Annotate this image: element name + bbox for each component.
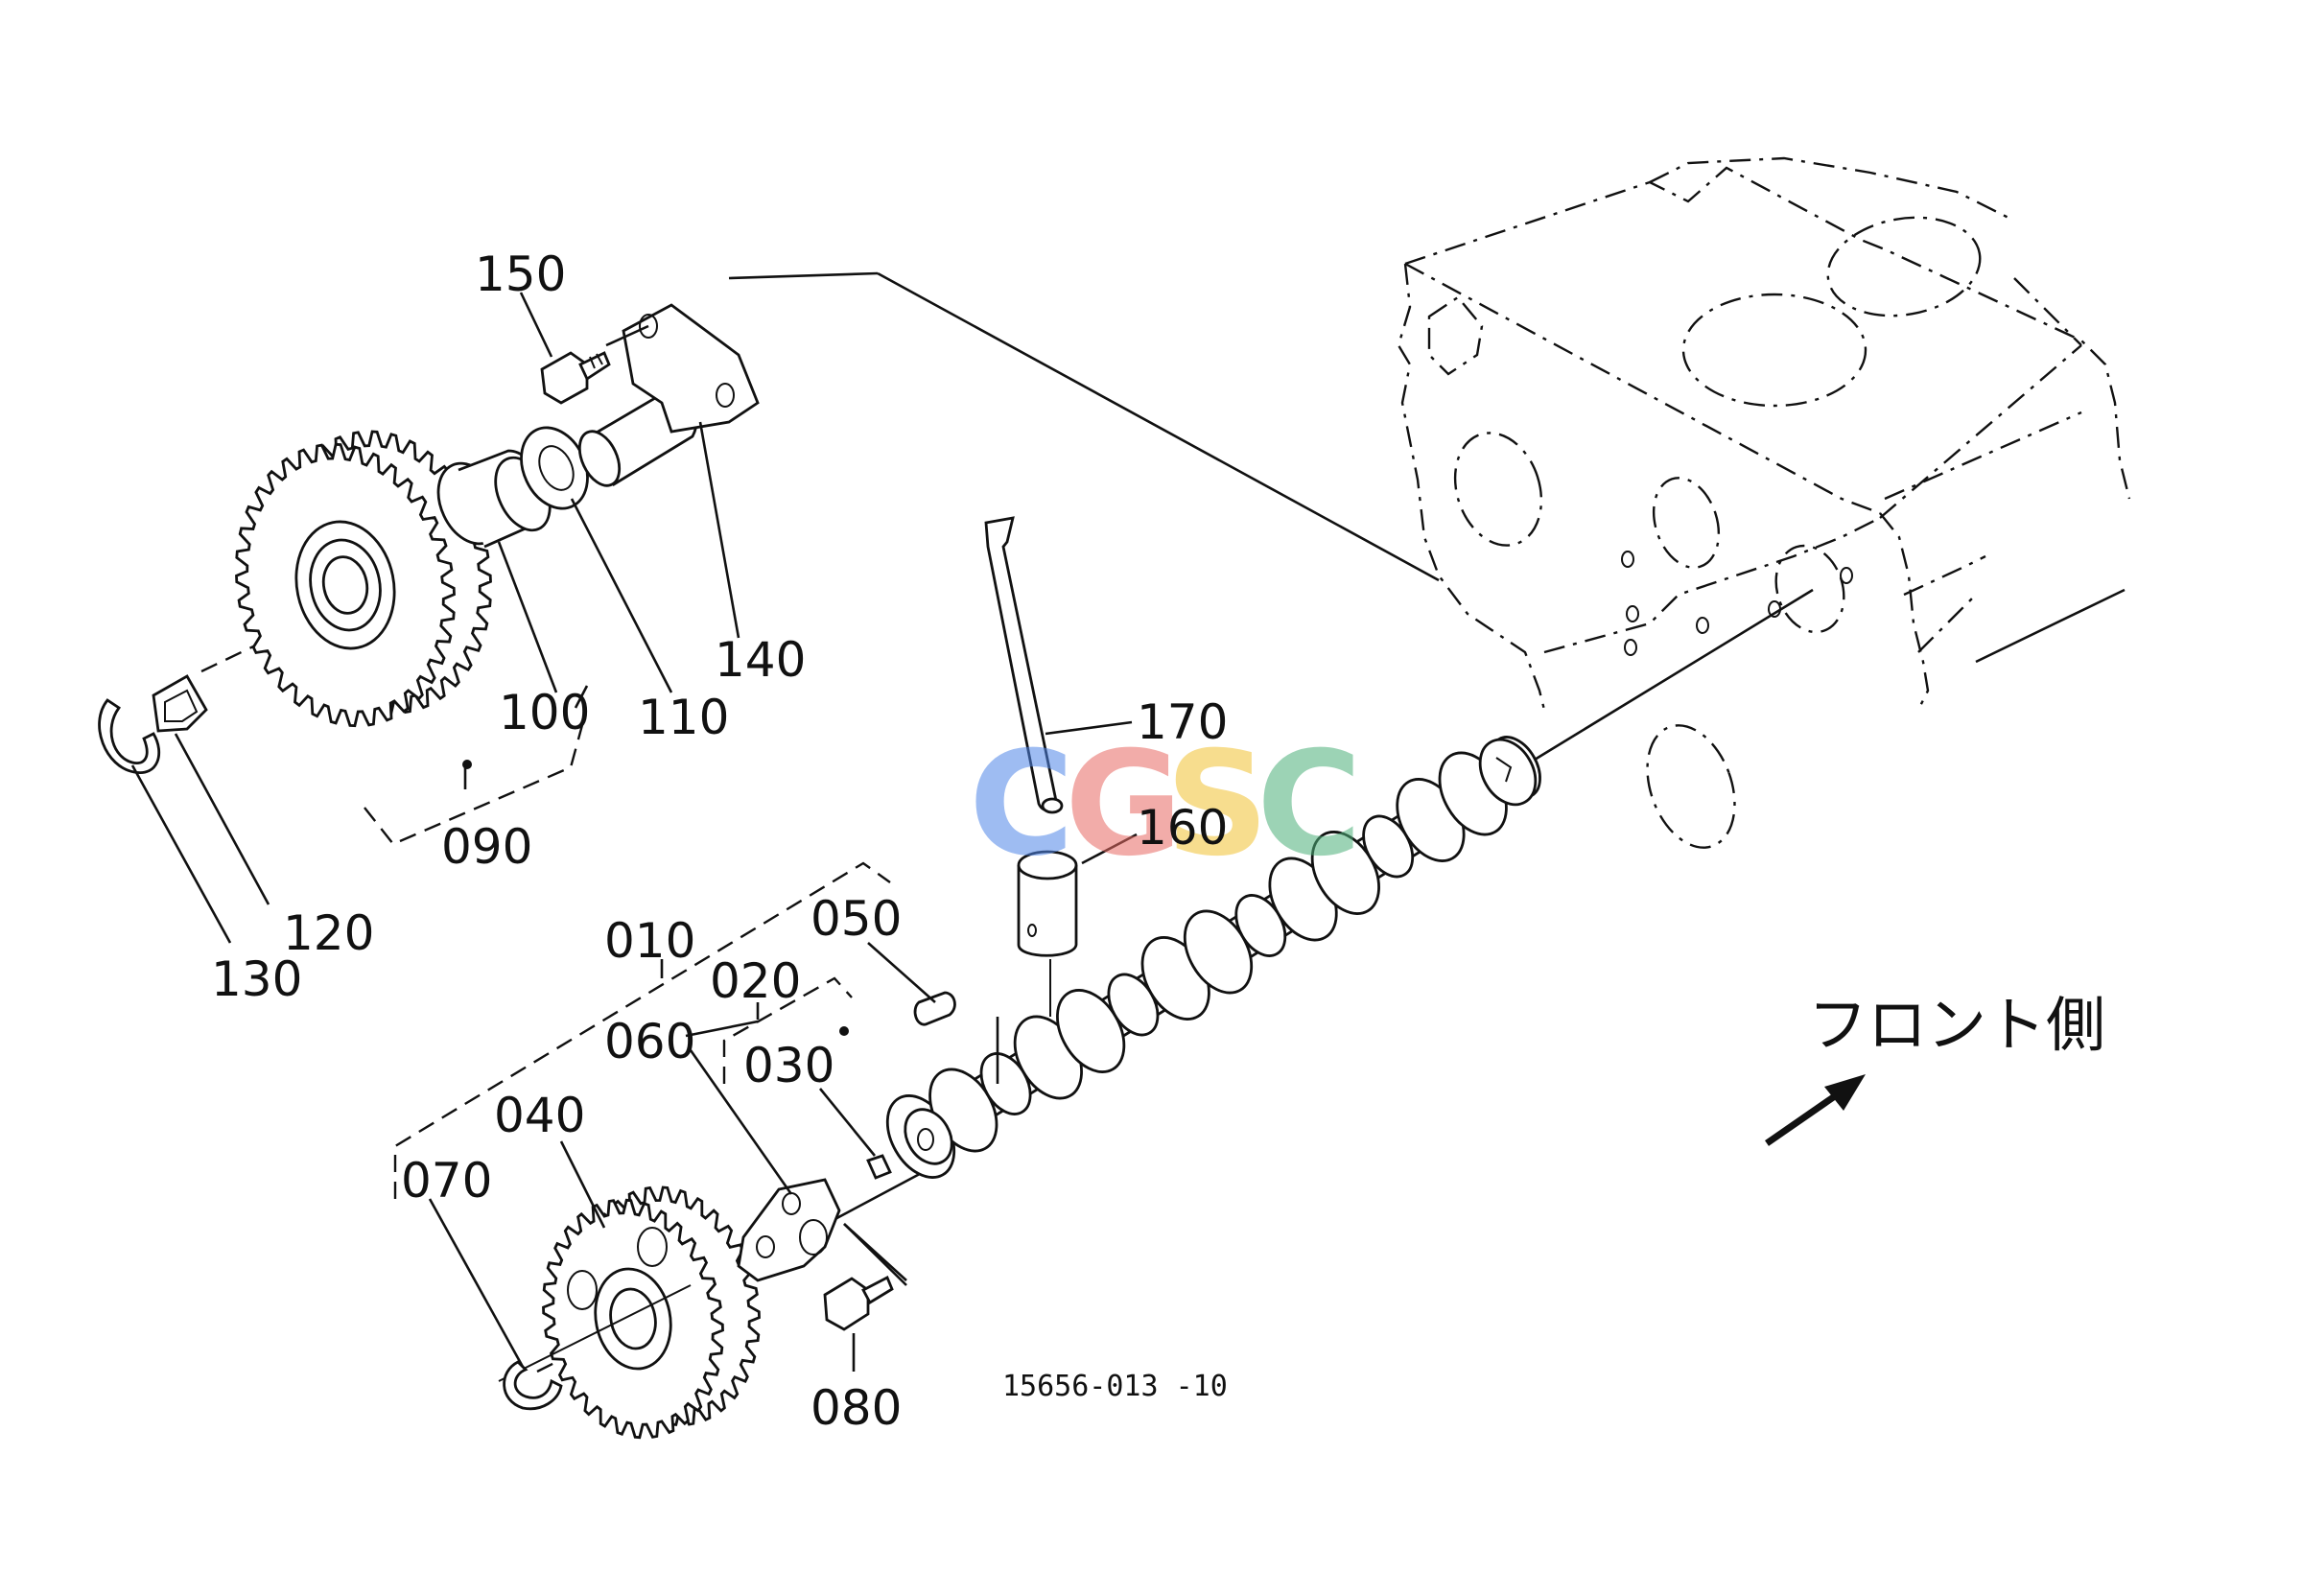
drawing-number: 15656-013 -10 (1002, 1370, 1228, 1403)
part-label-120: 120 (283, 905, 374, 961)
part-labels: 150 140 100 110 090 120 130 170 160 010 … (211, 246, 1228, 1436)
front-direction-arrow-icon (1765, 1074, 1866, 1146)
group-brackets (364, 685, 891, 1199)
part-label-130: 130 (211, 951, 302, 1007)
camshaft-drawing (885, 736, 1541, 1179)
lower-assembly-parts (503, 991, 956, 1411)
watermark-letter-4: C (1257, 721, 1362, 888)
push-rod-and-tappet (984, 516, 1078, 1017)
cgsc-watermark: C G S C (969, 721, 1362, 888)
part-label-160: 160 (1137, 800, 1228, 856)
part-label-010: 010 (604, 913, 695, 969)
part-label-140: 140 (715, 632, 806, 688)
part-label-110: 110 (638, 690, 729, 745)
part-label-030: 030 (743, 1038, 834, 1093)
part-label-040: 040 (494, 1088, 585, 1143)
idler-gear-drawing (235, 430, 492, 728)
part-label-020: 020 (710, 953, 801, 1009)
part-label-080: 080 (810, 1380, 902, 1436)
watermark-letter-2: G (1065, 721, 1183, 888)
part-label-100: 100 (499, 685, 590, 740)
part-label-050: 050 (810, 891, 902, 947)
engine-block-outline (1397, 156, 2131, 849)
part-label-090: 090 (441, 819, 532, 875)
callout-leaders (130, 292, 1138, 1372)
part-label-150: 150 (475, 246, 566, 302)
part-label-170: 170 (1137, 694, 1228, 750)
watermark-letter-1: C (969, 721, 1074, 888)
watermark-letter-3: S (1165, 721, 1269, 888)
part-label-070: 070 (401, 1153, 492, 1209)
cam-gear-drawing (498, 1185, 761, 1440)
front-side-label: フロント側 (1808, 990, 2105, 1060)
part-label-060: 060 (604, 1014, 695, 1069)
upper-assembly-parts (98, 303, 760, 774)
